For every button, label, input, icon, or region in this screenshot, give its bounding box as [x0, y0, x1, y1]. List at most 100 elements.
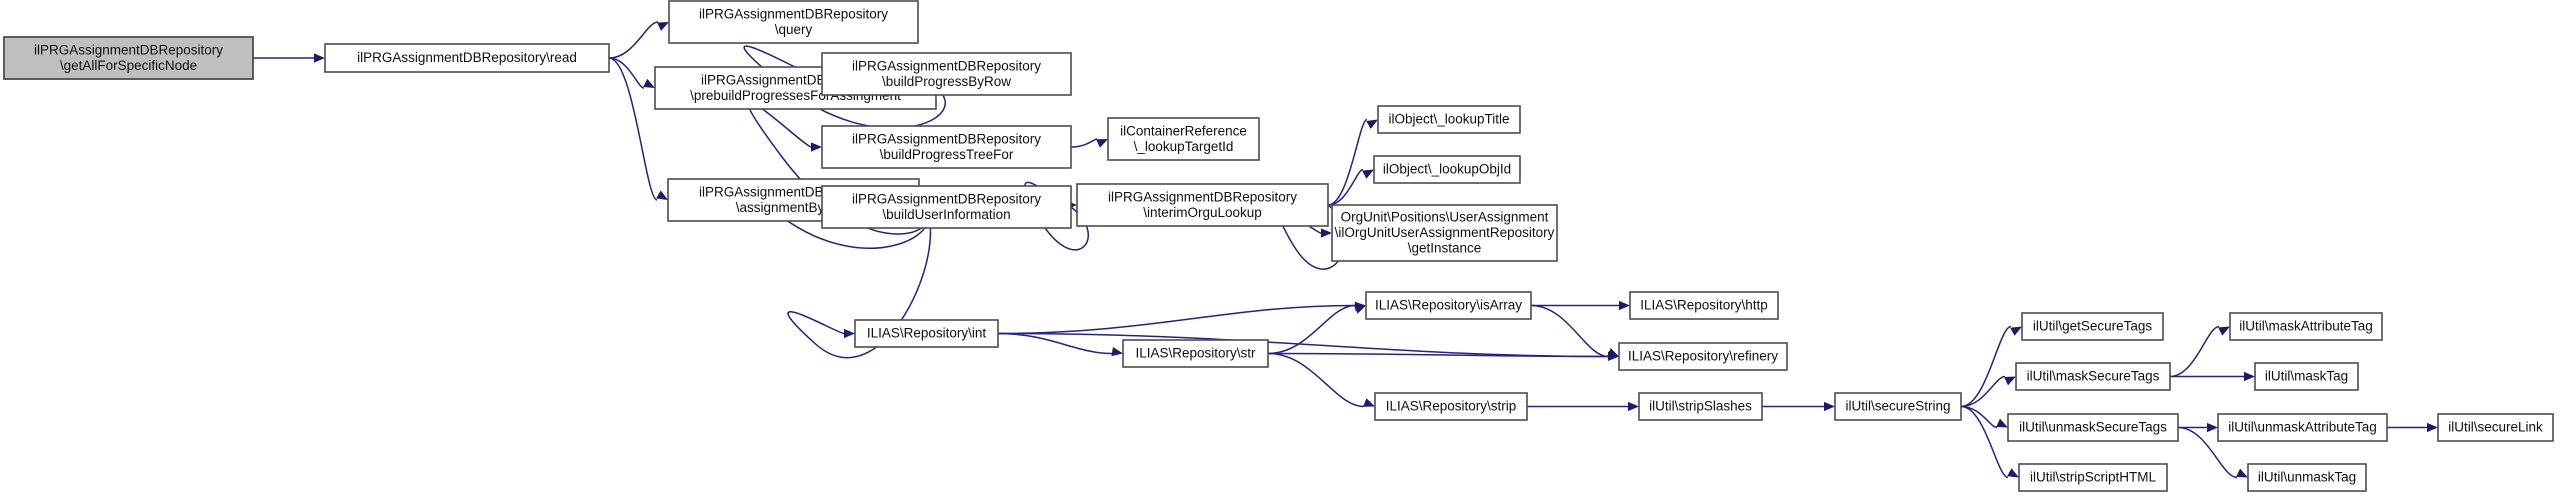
arrow-head-icon [2218, 326, 2230, 336]
arrow-head-icon [1362, 169, 1374, 179]
graph-node-unmaskTag[interactable]: ilUtil\unmaskTag [2247, 463, 2367, 492]
graph-node-getAllForSpecificNode[interactable]: ilPRGAssignmentDBRepository\getAllForSpe… [3, 36, 254, 80]
arrow-head-icon [2207, 422, 2218, 433]
node-layer: ilPRGAssignmentDBRepository\getAllForSpe… [3, 0, 2554, 492]
arrow-head-icon [2004, 376, 2016, 386]
edge-layer [253, 21, 2438, 479]
graph-edge-secureString-to-getSecureTags [1960, 325, 2012, 408]
node-rect [1373, 155, 1521, 184]
node-rect [1331, 204, 1558, 262]
graph-node-lookupObjId[interactable]: ilObject\_lookupObjId [1373, 155, 1521, 184]
graph-edge-maskSecureTags-to-maskAttributeTag [2169, 325, 2220, 378]
node-rect [1076, 183, 1329, 227]
arrow-head-icon [643, 78, 655, 88]
graph-node-secureLink[interactable]: ilUtil\secureLink [2437, 413, 2554, 442]
graph-node-repoInt[interactable]: ILIAS\Repository\int [854, 319, 999, 348]
node-rect [821, 125, 1072, 169]
node-rect [821, 185, 1072, 229]
arrow-head-icon [2236, 468, 2248, 478]
node-rect [324, 43, 610, 73]
graph-node-unmaskSecureTags[interactable]: ilUtil\unmaskSecureTags [2007, 413, 2179, 442]
node-rect [1374, 392, 1528, 421]
arrow-head-icon [1607, 347, 1619, 357]
graph-edge-repoStr-to-repoIsArray [1267, 304, 1356, 355]
graph-node-query[interactable]: ilPRGAssignmentDBRepository\query [668, 0, 919, 44]
node-rect [2018, 463, 2168, 492]
graph-node-repoStr[interactable]: ILIAS\Repository\str [1122, 339, 1269, 368]
graph-edge-unmaskSecureTags-to-unmaskTag [2177, 426, 2238, 479]
graph-node-repoHttp[interactable]: ILIAS\Repository\http [1629, 291, 1779, 320]
arrow-head-icon [1363, 398, 1375, 407]
arrow-head-icon [656, 190, 668, 200]
node-rect [2247, 463, 2367, 492]
graph-edge-read-to-assignmentByRow [608, 57, 658, 201]
graph-edge-secureString-to-unmaskSecureTags [1960, 405, 1998, 429]
node-rect [1638, 392, 1763, 421]
arrow-head-icon [2427, 422, 2438, 433]
graph-node-repoStrip[interactable]: ILIAS\Repository\strip [1374, 392, 1528, 421]
graph-edge-repoIsArray-to-repoRefinery [1530, 304, 1609, 358]
graph-edge-buildProgressTreeFor-to-lookupTargetId [1070, 138, 1098, 148]
graph-edge-repoInt-to-repoStr [997, 332, 1113, 355]
graph-node-getSecureTags[interactable]: ilUtil\getSecureTags [2021, 312, 2164, 341]
graph-node-getInstance[interactable]: OrgUnit\Positions\UserAssignment\ilOrgUn… [1331, 204, 1558, 262]
node-rect [1107, 117, 1260, 161]
arrow-head-icon [1354, 305, 1366, 314]
arrow-head-icon [2007, 468, 2019, 478]
arrow-head-icon [2244, 371, 2255, 382]
node-rect [854, 319, 999, 348]
node-rect [2254, 362, 2359, 391]
node-rect [2217, 413, 2388, 442]
node-rect [2021, 312, 2164, 341]
arrow-head-icon [657, 22, 669, 31]
node-rect [1122, 339, 1269, 368]
node-rect [2229, 312, 2383, 341]
node-rect [1618, 342, 1788, 371]
graph-node-lookupTargetId[interactable]: ilContainerReference\_lookupTargetId [1107, 117, 1260, 161]
node-rect [1365, 291, 1532, 320]
graph-edge-secureString-to-stripScriptHTML [1960, 405, 2009, 479]
arrow-head-icon [1619, 300, 1630, 311]
graph-node-repoIsArray[interactable]: ILIAS\Repository\isArray [1365, 291, 1532, 320]
node-rect [821, 52, 1072, 96]
graph-edge-read-to-query [608, 21, 659, 59]
arrow-head-icon [1111, 347, 1123, 357]
graph-node-lookupTitle[interactable]: ilObject\_lookupTitle [1377, 105, 1521, 134]
graph-edge-repoStr-to-repoRefinery [1267, 352, 1609, 358]
graph-node-secureString[interactable]: ilUtil\secureString [1834, 392, 1962, 421]
node-rect [2437, 413, 2554, 442]
graph-node-unmaskAttributeTag[interactable]: ilUtil\unmaskAttributeTag [2217, 413, 2388, 442]
arrow-head-icon [1996, 418, 2008, 428]
graph-edge-repoStr-to-repoStrip [1267, 352, 1365, 408]
arrow-head-icon [811, 142, 822, 152]
arrow-head-icon [1628, 401, 1639, 412]
graph-edge-interimOrguLookup-to-lookupObjId [1327, 168, 1364, 206]
graph-node-read[interactable]: ilPRGAssignmentDBRepository\read [324, 43, 610, 73]
graph-node-buildUserInformation[interactable]: ilPRGAssignmentDBRepository\buildUserInf… [821, 185, 1072, 229]
graph-node-interimOrguLookup[interactable]: ilPRGAssignmentDBRepository\interimOrguL… [1076, 183, 1329, 227]
node-rect [3, 36, 254, 80]
graph-node-maskTag[interactable]: ilUtil\maskTag [2254, 362, 2359, 391]
node-rect [1629, 291, 1779, 320]
arrow-head-icon [1321, 228, 1332, 238]
node-rect [1834, 392, 1962, 421]
graph-node-stripSlashes[interactable]: ilUtil\stripSlashes [1638, 392, 1763, 421]
graph-node-maskSecureTags[interactable]: ilUtil\maskSecureTags [2015, 362, 2171, 391]
graph-node-stripScriptHTML[interactable]: ilUtil\stripScriptHTML [2018, 463, 2168, 492]
arrow-head-icon [1096, 139, 1108, 148]
graph-edge-secureString-to-maskSecureTags [1960, 375, 2006, 408]
graph-node-maskAttributeTag[interactable]: ilUtil\maskAttributeTag [2229, 312, 2383, 341]
arrow-head-icon [1824, 401, 1835, 412]
node-rect [1377, 105, 1521, 134]
graph-edge-assignmentByRow-to-repoInt [787, 199, 932, 359]
arrow-head-icon [844, 328, 855, 339]
arrow-head-icon [2010, 326, 2022, 336]
arrow-head-icon [314, 53, 325, 63]
graph-node-repoRefinery[interactable]: ILIAS\Repository\refinery [1618, 342, 1788, 371]
node-rect [2015, 362, 2171, 391]
node-rect [668, 0, 919, 44]
graph-node-buildProgressByRow[interactable]: ilPRGAssignmentDBRepository\buildProgres… [821, 52, 1072, 96]
graph-node-buildProgressTreeFor[interactable]: ilPRGAssignmentDBRepository\buildProgres… [821, 125, 1072, 169]
